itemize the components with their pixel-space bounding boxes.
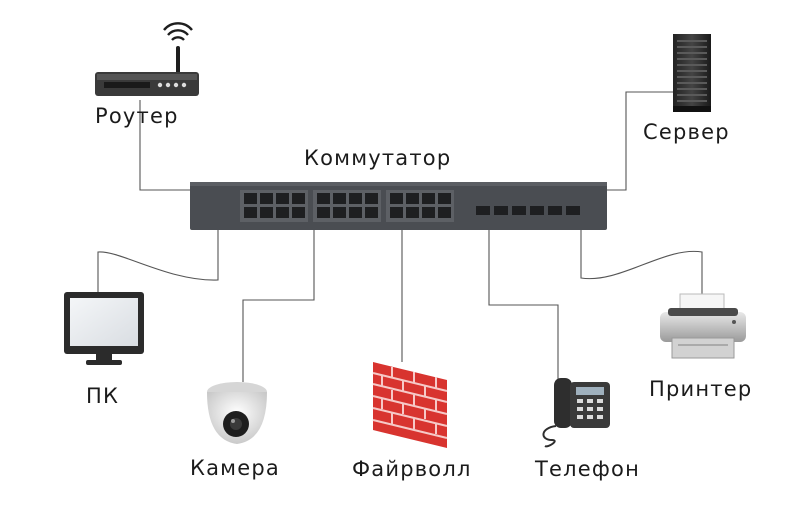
cable-phone [488,230,559,380]
router-label: Роутер [95,104,179,128]
server-icon [673,34,711,112]
camera-icon [207,382,267,444]
firewall-label: Файрволл [352,457,472,481]
printer-label: Принтер [649,377,753,401]
pc-monitor-icon [64,292,144,365]
cable-server [607,91,680,191]
pc-label: ПК [86,384,120,408]
cable-pc [97,230,219,295]
server-label: Сервер [643,120,730,144]
printer-icon [660,293,746,359]
router-icon [95,22,199,96]
port-groups [240,190,580,222]
cable-camera [242,230,315,382]
firewall-icon [372,362,448,448]
phone-label: Телефон [535,457,641,481]
cables [97,91,703,382]
cable-router [139,100,190,191]
phone-icon [542,378,610,448]
cable-printer [580,230,703,294]
switch-title: Коммутатор [304,146,452,170]
camera-label: Камера [190,456,280,480]
switch [190,182,607,230]
